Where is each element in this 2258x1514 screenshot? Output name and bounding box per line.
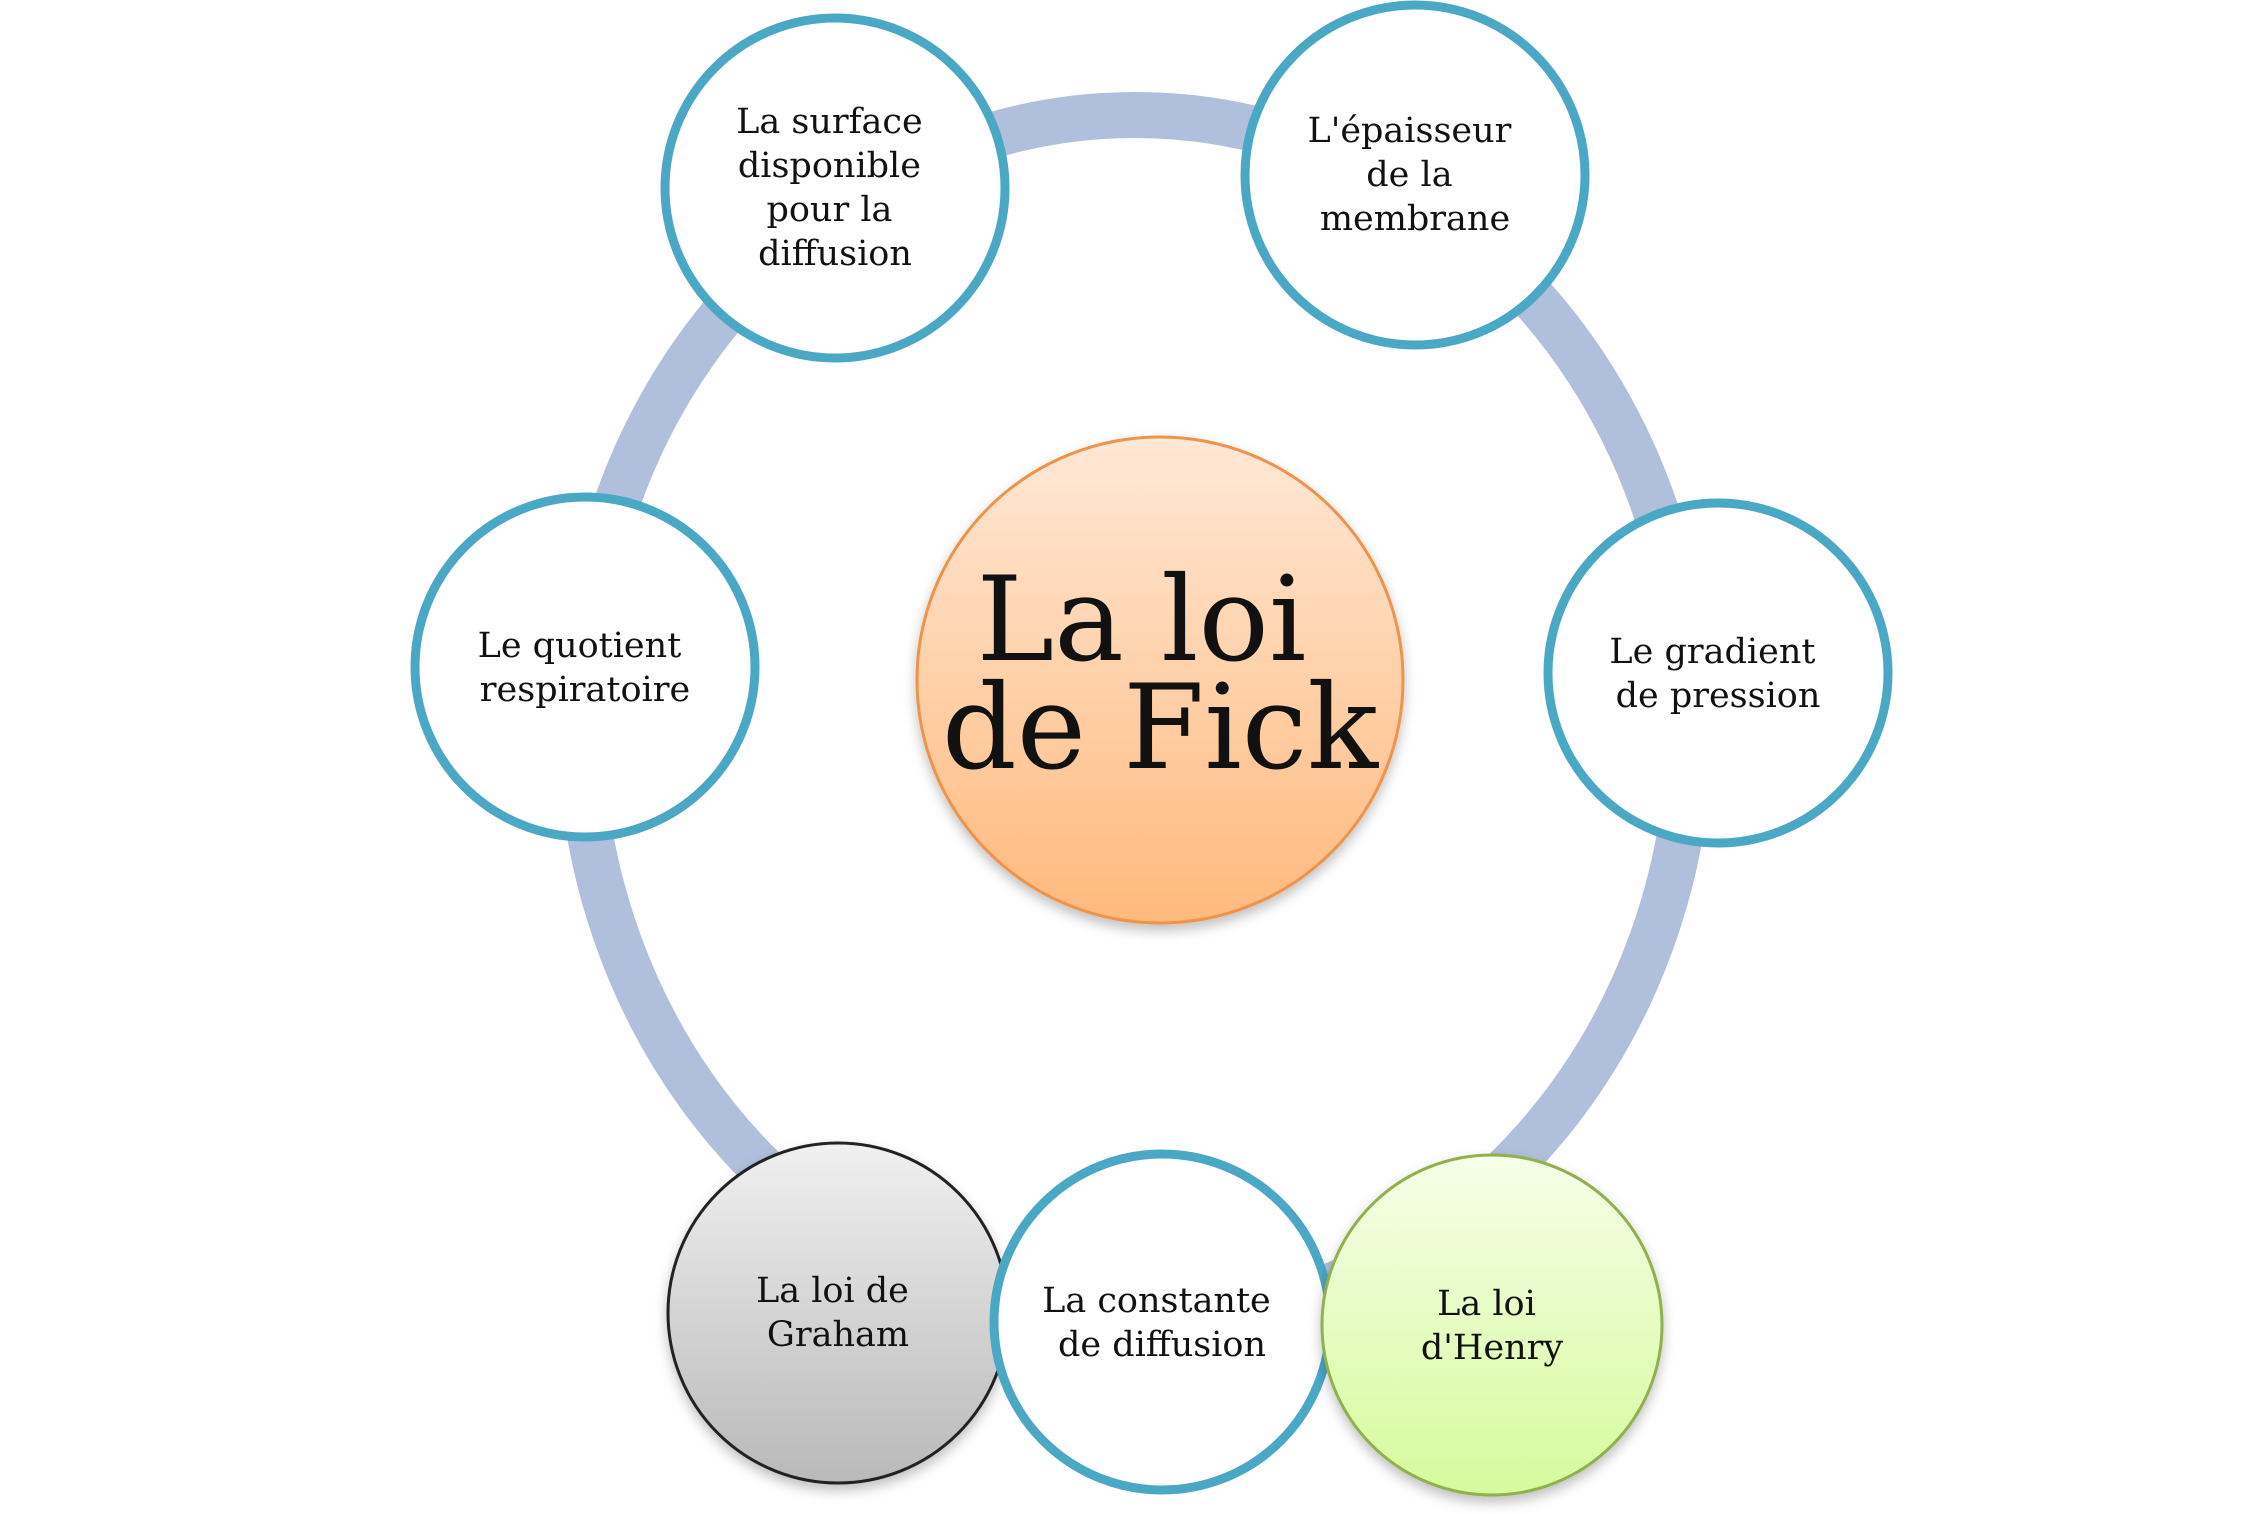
node-graham-line-1: La loi de: [756, 1271, 909, 1311]
node-constante-label: La constante de diffusion: [1042, 1281, 1282, 1365]
center-node-line-2: de Fick: [942, 659, 1379, 796]
node-quotient-line-2: respiratoire: [480, 670, 690, 710]
node-surface-line-2: disponible: [738, 146, 921, 186]
node-gradient-line-2: de pression: [1616, 676, 1821, 716]
node-henry: La loi d'Henry: [1320, 1153, 1664, 1497]
node-surface-line-1: La surface: [736, 102, 923, 142]
node-constante: La constante de diffusion: [989, 1149, 1335, 1495]
node-quotient-circle: [410, 492, 760, 842]
node-surface: La surface disponible pour la diffusion: [660, 13, 1010, 363]
node-epaisseur-line-1: L'épaisseur: [1307, 111, 1511, 151]
node-graham-line-2: Graham: [767, 1315, 909, 1355]
node-gradient-circle: [1543, 498, 1893, 848]
node-surface-label: La surface disponible pour la diffusion: [736, 102, 934, 274]
center-node-label: La loi de Fick: [942, 551, 1379, 796]
center-node-circle: [915, 435, 1405, 925]
node-epaisseur-circle: [1240, 0, 1590, 350]
node-gradient: Le gradient de pression: [1543, 498, 1893, 848]
node-gradient-line-1: Le gradient: [1609, 632, 1815, 672]
center-node: La loi de Fick: [915, 435, 1405, 925]
node-quotient-label: Le quotient respiratoire: [478, 626, 693, 710]
node-henry-line-1: La loi: [1437, 1284, 1536, 1324]
node-epaisseur-line-2: de la: [1366, 155, 1452, 195]
node-epaisseur-line-3: membrane: [1320, 199, 1510, 239]
node-epaisseur-label: L'épaisseur de la membrane: [1307, 111, 1522, 239]
node-constante-line-2: de diffusion: [1058, 1325, 1266, 1365]
node-graham-circle: [666, 1141, 1010, 1485]
node-surface-line-3: pour la: [766, 190, 892, 230]
node-gradient-label: Le gradient de pression: [1609, 632, 1826, 716]
node-quotient: Le quotient respiratoire: [410, 492, 760, 842]
node-surface-circle: [660, 13, 1010, 363]
node-constante-circle: [989, 1149, 1335, 1495]
node-graham-label: La loi de Graham: [756, 1271, 920, 1355]
node-quotient-line-1: Le quotient: [478, 626, 682, 666]
node-henry-label: La loi d'Henry: [1421, 1284, 1564, 1368]
center-node-line-1: La loi: [976, 551, 1306, 688]
node-graham: La loi de Graham: [666, 1141, 1010, 1485]
node-henry-circle: [1320, 1153, 1664, 1497]
node-henry-line-2: d'Henry: [1421, 1328, 1564, 1368]
node-constante-line-1: La constante: [1042, 1281, 1271, 1321]
node-surface-line-4: diffusion: [758, 234, 912, 274]
node-epaisseur: L'épaisseur de la membrane: [1240, 0, 1590, 350]
